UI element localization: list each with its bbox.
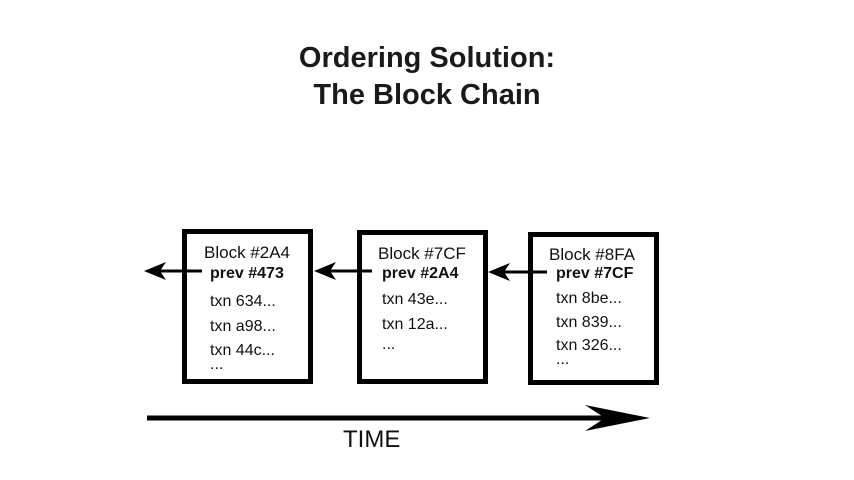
block-txn: txn 634... xyxy=(210,293,276,310)
title-line-1: Ordering Solution: xyxy=(298,42,556,74)
block-2a4: Block #2A4 prev #473 txn 634... txn a98.… xyxy=(182,229,313,384)
prev-pointer-arrow xyxy=(314,262,372,280)
block-txn: txn 326... xyxy=(556,337,622,354)
block-more-txns: ... xyxy=(210,356,224,373)
block-txn: txn a98... xyxy=(210,318,276,335)
prev-pointer-arrow xyxy=(144,262,202,280)
block-prev-hash: prev #2A4 xyxy=(382,265,459,282)
block-8fa: Block #8FA prev #7CF txn 8be... txn 839.… xyxy=(528,232,659,385)
block-more-txns: ... xyxy=(556,351,570,368)
block-prev-hash: prev #473 xyxy=(210,265,284,282)
block-7cf: Block #7CF prev #2A4 txn 43e... txn 12a.… xyxy=(357,230,488,384)
block-txn: txn 44c... xyxy=(210,342,275,359)
title-line-2: The Block Chain xyxy=(313,79,541,111)
block-txn: txn 839... xyxy=(556,314,622,331)
block-txn: txn 8be... xyxy=(556,290,622,307)
diagram-title: Ordering Solution: The Block Chain xyxy=(0,40,854,114)
block-name: Block #2A4 xyxy=(204,243,290,262)
time-arrow xyxy=(147,405,650,431)
block-txn: txn 12a... xyxy=(382,316,448,333)
time-axis-label: TIME xyxy=(343,426,401,453)
block-name: Block #8FA xyxy=(549,245,635,264)
block-txn: txn 43e... xyxy=(382,291,448,308)
block-name: Block #7CF xyxy=(378,244,466,263)
block-more-txns: ... xyxy=(382,336,396,353)
block-prev-hash: prev #7CF xyxy=(556,265,634,282)
prev-pointer-arrow xyxy=(488,263,547,281)
